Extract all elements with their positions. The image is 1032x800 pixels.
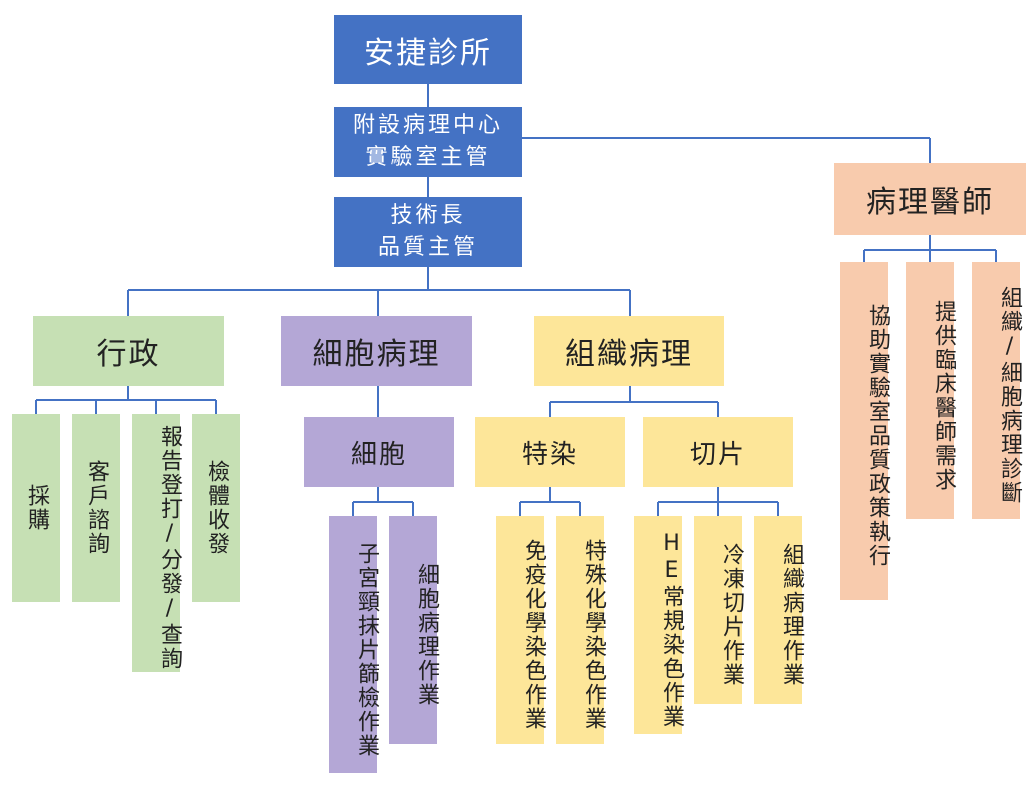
histopathology-box: 組織病理 bbox=[534, 316, 724, 386]
stain-item-immunohistochemistry: 免疫化學染色作業 bbox=[496, 516, 546, 744]
slice-item-label: 冷凍切片作業 bbox=[719, 543, 744, 687]
technical-manager-label: 技術長 bbox=[390, 203, 466, 229]
admin-item-customer-inquiry: 客戶諮詢 bbox=[72, 414, 120, 602]
pathologist-duty-quality: 協助實驗室品質政策執行 bbox=[840, 262, 890, 600]
cyto-item-cytopathology-work: 細胞病理作業 bbox=[389, 516, 439, 744]
slice-item-frozen-section: 冷凍切片作業 bbox=[694, 516, 744, 704]
stain-item-special-chemical: 特殊化學染色作業 bbox=[556, 516, 606, 744]
slice-item-he-routine-stain: HE常規染色作業 bbox=[634, 516, 684, 734]
admin-box: 行政 bbox=[33, 316, 224, 386]
cyto-item-label: 子宮頸抹片篩檢作業 bbox=[354, 541, 379, 758]
special-stain-label: 特染 bbox=[521, 439, 578, 470]
sectioning-box: 切片 bbox=[643, 417, 793, 487]
admin-item-specimen-handling: 檢體收發 bbox=[192, 414, 240, 602]
cytopathology-label: 細胞病理 bbox=[312, 337, 441, 372]
slice-item-histopathology-work: 組織病理作業 bbox=[754, 516, 804, 704]
slice-item-label: HE常規染色作業 bbox=[659, 531, 684, 729]
stain-item-label: 免疫化學染色作業 bbox=[521, 539, 546, 731]
clinic-label: 安捷診所 bbox=[364, 35, 492, 71]
slice-item-label: 組織病理作業 bbox=[779, 543, 804, 687]
pathologist-duty-label: 提供臨床醫師需求 bbox=[931, 299, 956, 492]
admin-item-label: 客戶諮詢 bbox=[84, 460, 109, 556]
cytopathology-box: 細胞病理 bbox=[281, 316, 472, 386]
cyto-item-pap-screening: 子宮頸抹片篩檢作業 bbox=[329, 516, 379, 773]
pathologist-duty-label: 協助實驗室品質政策執行 bbox=[865, 304, 890, 568]
histopathology-label: 組織病理 bbox=[565, 337, 693, 372]
pathologist-duty-diagnosis: 組織/細胞病理診斷 bbox=[972, 262, 1022, 519]
clinic-box: 安捷診所 bbox=[334, 15, 522, 84]
quality-manager-label: 品質主管 bbox=[377, 235, 478, 260]
technical-manager-box: 技術長 品質主管 bbox=[334, 197, 522, 267]
pathologist-duty-label: 組織/細胞病理診斷 bbox=[997, 286, 1022, 505]
admin-item-label: 採購 bbox=[24, 484, 49, 532]
pathology-center-label: 附設病理中心 bbox=[352, 113, 503, 139]
lab-director-label: 實驗室主管 bbox=[365, 145, 491, 170]
pathologist-duty-clinical: 提供臨床醫師需求 bbox=[906, 262, 956, 519]
admin-item-label: 檢體收發 bbox=[204, 460, 229, 556]
cytology-box: 細胞 bbox=[304, 417, 454, 487]
admin-label: 行政 bbox=[96, 337, 161, 372]
stain-item-label: 特殊化學染色作業 bbox=[581, 539, 606, 731]
admin-item-label: 報告登打/分發/查詢 bbox=[157, 425, 182, 671]
pathologist-box: 病理醫師 bbox=[834, 163, 1026, 235]
admin-item-report-handling: 報告登打/分發/查詢 bbox=[132, 414, 182, 672]
special-stain-box: 特染 bbox=[475, 417, 625, 487]
admin-item-purchasing: 採購 bbox=[12, 414, 60, 602]
cytology-label: 細胞 bbox=[350, 439, 407, 470]
pathologist-label: 病理醫師 bbox=[866, 185, 994, 220]
pathology-center-box: 附設病理中心 實驗室主管 bbox=[334, 107, 522, 177]
cyto-item-label: 細胞病理作業 bbox=[414, 563, 439, 707]
sectioning-label: 切片 bbox=[689, 439, 746, 470]
